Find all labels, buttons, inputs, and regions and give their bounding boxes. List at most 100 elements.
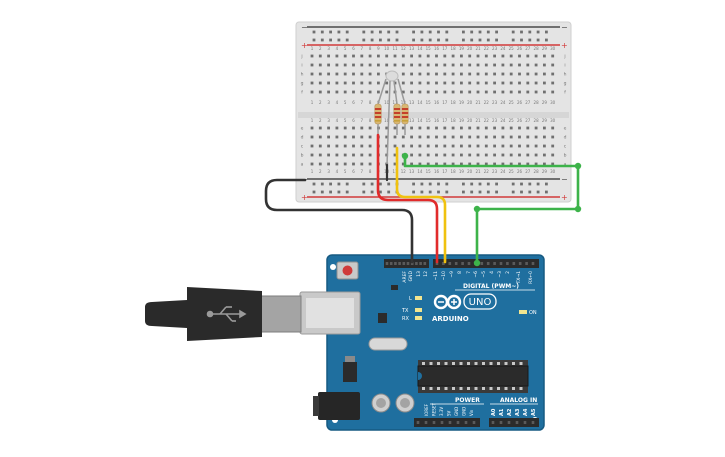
breadboard-hole xyxy=(335,144,339,148)
rail-hole xyxy=(412,30,415,34)
voltage-regulator xyxy=(343,362,357,382)
column-number: 17 xyxy=(442,100,448,105)
rail-hole xyxy=(420,182,424,186)
resistor-1[interactable] xyxy=(374,103,382,125)
breadboard-hole xyxy=(385,144,389,148)
rail-hole xyxy=(437,30,440,34)
breadboard-hole xyxy=(493,90,496,94)
led-l-label: L xyxy=(409,296,412,302)
column-number: 11 xyxy=(392,100,398,105)
reset-button-icon[interactable] xyxy=(336,261,359,280)
rail-hole xyxy=(528,190,532,194)
chip-pin xyxy=(422,387,425,390)
led-rx xyxy=(415,316,422,320)
rail-hole xyxy=(387,38,391,42)
breadboard-hole xyxy=(451,54,455,58)
top-header-label: ~11 xyxy=(433,271,439,281)
breadboard-hole xyxy=(543,54,546,58)
green-wire-endpoint xyxy=(473,205,481,213)
column-number: 20 xyxy=(467,118,473,123)
row-letter: d xyxy=(564,135,567,141)
breadboard-hole xyxy=(360,153,364,157)
power-header xyxy=(414,418,480,427)
column-number: 22 xyxy=(484,100,490,105)
column-number: 24 xyxy=(500,169,506,174)
breadboard-hole xyxy=(476,54,480,58)
column-number: 14 xyxy=(417,118,423,123)
breadboard-hole xyxy=(327,162,330,166)
rail-hole xyxy=(387,30,391,34)
breadboard-hole xyxy=(534,54,538,58)
breadboard-hole xyxy=(460,144,463,148)
resistor-2[interactable] xyxy=(393,103,401,125)
breadboard-hole xyxy=(543,72,546,76)
breadboard-hole xyxy=(526,135,530,139)
top-header-label: 12 xyxy=(423,271,429,277)
column-number: 18 xyxy=(451,46,457,51)
rgb-led[interactable] xyxy=(377,70,406,166)
breadboard-hole xyxy=(543,153,546,157)
breadboard-hole xyxy=(343,153,347,157)
green-wire-endpoint xyxy=(574,162,582,170)
breadboard-hole xyxy=(318,90,322,94)
breadboard-hole xyxy=(518,162,521,166)
resistor-3[interactable] xyxy=(401,103,409,125)
brand-label: ARDUINO xyxy=(432,315,469,323)
breadboard-hole xyxy=(426,81,430,85)
breadboard-hole xyxy=(493,63,496,67)
top-positive-rail-label: + xyxy=(301,41,308,50)
chip-pin xyxy=(474,362,478,365)
chip-pin xyxy=(437,387,440,390)
rail-hole xyxy=(437,38,440,42)
wire-green[interactable] xyxy=(403,154,580,264)
breadboard-hole xyxy=(534,153,538,157)
rail-hole xyxy=(536,190,540,194)
breadboard-hole xyxy=(518,72,521,76)
wire-red[interactable] xyxy=(376,133,439,264)
chip-pin xyxy=(519,362,523,365)
wire-yellow[interactable] xyxy=(395,146,447,264)
breadboard-hole xyxy=(327,72,330,76)
header-pin xyxy=(448,421,452,424)
rail-hole xyxy=(370,182,374,186)
led-tx xyxy=(415,308,422,312)
breadboard-hole xyxy=(310,162,314,166)
rail-hole xyxy=(495,182,498,186)
breadboard-hole xyxy=(476,72,480,76)
column-number: 18 xyxy=(451,100,457,105)
breadboard-hole xyxy=(435,126,438,130)
rail-hole xyxy=(320,190,324,194)
rail-hole xyxy=(470,30,474,34)
breadboard-hole xyxy=(401,144,405,148)
analog-pin-label: A5 xyxy=(531,408,537,416)
on-label: ON xyxy=(529,310,537,316)
chip-pin xyxy=(437,362,440,365)
wire-ground-black[interactable] xyxy=(264,178,414,264)
header-pin xyxy=(394,262,397,265)
column-number: 23 xyxy=(492,100,498,105)
column-number: 24 xyxy=(500,100,506,105)
column-number: 29 xyxy=(542,100,548,105)
breadboard-hole xyxy=(551,135,555,139)
column-number: 27 xyxy=(525,100,531,105)
breadboard-hole xyxy=(426,126,430,130)
rail-hole xyxy=(470,182,474,186)
breadboard-hole xyxy=(551,90,555,94)
breadboard-hole xyxy=(484,135,488,139)
breadboard-hole xyxy=(501,54,505,58)
breadboard-hole xyxy=(327,126,330,130)
breadboard-hole xyxy=(468,162,472,166)
chip-notch xyxy=(418,372,422,380)
chip-pin xyxy=(489,387,493,390)
power-pin-label: 5V xyxy=(447,410,452,416)
rail-hole xyxy=(420,38,424,42)
breadboard-hole xyxy=(493,144,496,148)
column-number: 23 xyxy=(492,169,498,174)
breadboard-hole xyxy=(327,90,330,94)
rail-hole xyxy=(312,190,316,194)
breadboard-hole xyxy=(368,72,372,76)
rail-hole xyxy=(536,38,540,42)
breadboard-hole xyxy=(360,144,364,148)
row-letter: h xyxy=(564,72,567,78)
